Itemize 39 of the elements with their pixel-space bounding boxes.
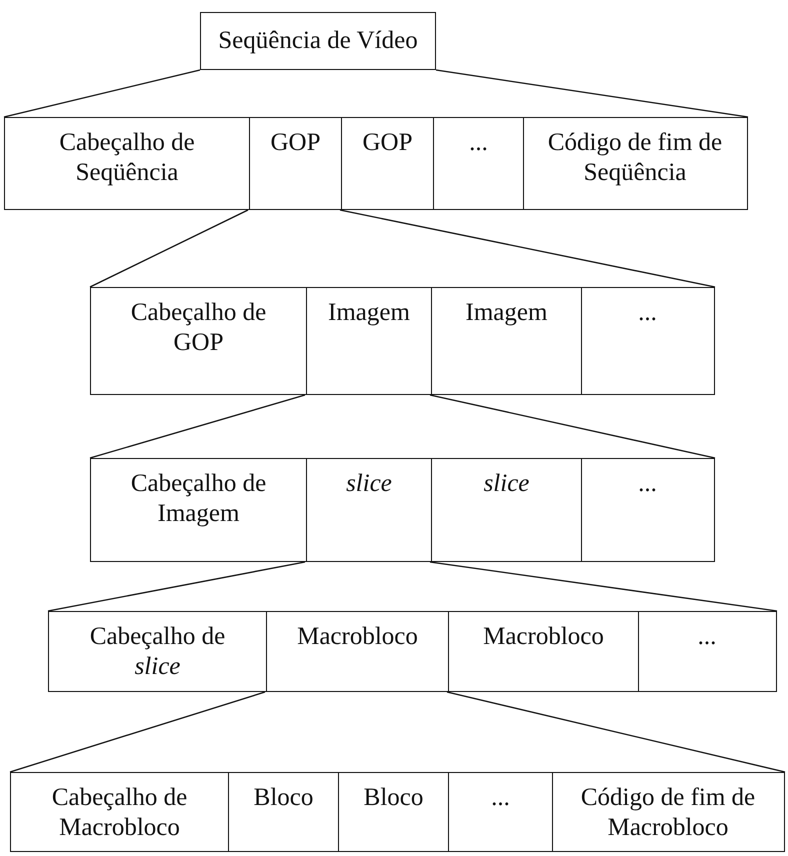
bitstream-row <box>4 117 748 210</box>
expansion-line <box>340 209 716 288</box>
segment-label: Bloco <box>254 784 314 811</box>
segment-label: Código de fim de Macrobloco <box>580 784 756 841</box>
expansion-line <box>436 69 748 118</box>
segment-label: ... <box>698 623 716 650</box>
segment-label: Imagem <box>466 299 548 326</box>
segment-label: Macrobloco <box>297 623 418 650</box>
segment-label: ... <box>638 470 657 497</box>
segment-label: Imagem <box>328 299 410 326</box>
segment-label: Cabeçalho de Seqüência <box>59 129 195 186</box>
bitstream-row <box>90 287 715 395</box>
expansion-line <box>48 561 306 612</box>
segment-label: Bloco <box>364 784 424 811</box>
segment-label: Cabeçalho de Macrobloco <box>52 784 188 841</box>
bitstream-row <box>10 772 785 852</box>
segment-label: Cabeçalho de Imagem <box>130 470 266 527</box>
segment-label: GOP <box>362 129 412 156</box>
segment-label: slice <box>484 470 530 497</box>
title-box <box>200 12 436 70</box>
expansion-line <box>90 209 248 288</box>
expansion-line <box>10 691 266 773</box>
segment-label: Macrobloco <box>483 623 604 650</box>
segment-label: ... <box>469 129 488 156</box>
segment-label: ... <box>638 299 657 326</box>
expansion-line <box>4 69 200 118</box>
segment-label: GOP <box>270 129 320 156</box>
segment-label: Código de fim de Seqüência <box>548 129 722 186</box>
segment-label: ... <box>491 784 510 811</box>
segment-label: Cabeçalho de GOP <box>130 299 266 356</box>
bitstream-row <box>90 458 715 562</box>
expansion-line <box>90 394 306 459</box>
bitstream-row <box>48 611 777 692</box>
expansion-line <box>430 394 716 459</box>
segment-label: Cabeçalho de slice <box>90 623 226 680</box>
expansion-line <box>446 691 786 773</box>
segment-label: slice <box>346 470 392 497</box>
title-text: Seqüência de Vídeo <box>218 27 418 55</box>
expansion-line <box>430 561 778 612</box>
